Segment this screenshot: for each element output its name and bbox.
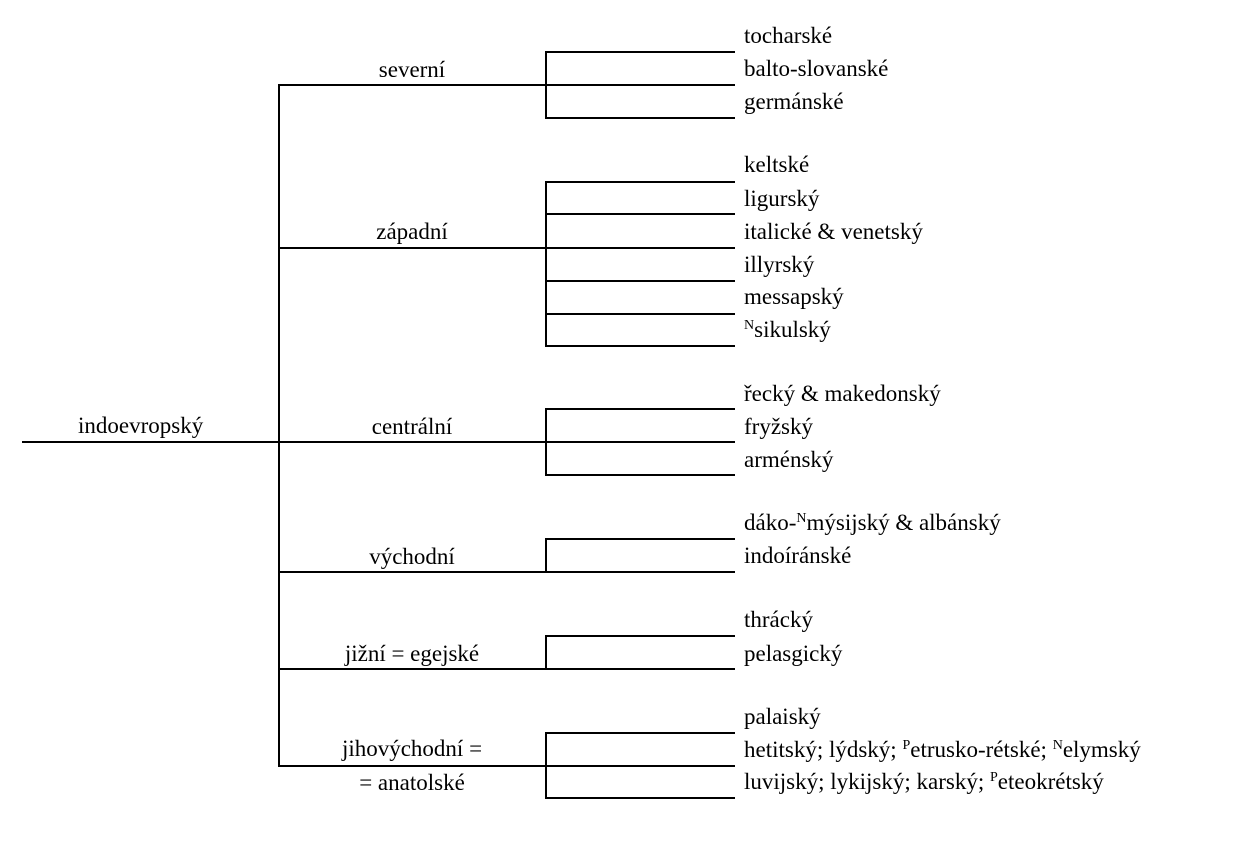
- leaf-line: [545, 474, 735, 476]
- leaf-line: [545, 247, 735, 249]
- leaf-line: [545, 797, 735, 799]
- group-branch-line: [278, 84, 547, 86]
- leaf-line: [545, 117, 735, 119]
- leaf-text: eteokrétský: [997, 769, 1104, 794]
- group-label-zapadni: západní: [376, 219, 448, 244]
- superscript-mark: N: [1052, 738, 1063, 753]
- superscript-mark: N: [744, 318, 755, 333]
- leaf-line: [545, 441, 735, 443]
- group-branch-line: [278, 765, 547, 767]
- leaf-label: pelasgický: [744, 641, 843, 666]
- leaf-line: [545, 408, 735, 410]
- leaf-line: [545, 51, 735, 53]
- leaf-text: luvijský; lykijský; karský;: [744, 769, 990, 794]
- superscript-mark: N: [796, 511, 807, 526]
- leaf-label: balto-slovanské: [744, 56, 889, 81]
- leaf-line: [545, 313, 735, 315]
- group-label-centralni: centrální: [371, 414, 453, 439]
- group-label-vychodni: východní: [369, 544, 455, 569]
- group-branch-line: [278, 668, 547, 670]
- root-label: indoevropský: [78, 413, 204, 438]
- group-branch-line: [278, 441, 547, 443]
- leaf-label: italické & venetský: [744, 219, 923, 244]
- leaf-label: tocharské: [744, 23, 833, 48]
- leaf-label: ligurský: [744, 186, 820, 211]
- group-label-jihovychodni: jihovýchodní =: [341, 736, 483, 761]
- root-branch-line: [22, 441, 279, 443]
- leaf-label: illyrský: [744, 252, 815, 277]
- leaf-line: [545, 571, 735, 573]
- leaf-label: fryžský: [744, 414, 813, 439]
- leaf-label: Nsikulský: [744, 317, 831, 343]
- group-branch-line: [278, 247, 547, 249]
- leaf-label: thrácký: [744, 607, 813, 632]
- leaf-label: palaiský: [744, 704, 821, 729]
- group-label-jizni: jižní = egejské: [344, 641, 480, 666]
- leaf-line: [545, 668, 735, 670]
- leaf-label: keltské: [744, 152, 810, 177]
- leaf-label: germánské: [744, 89, 844, 114]
- leaf-text: sikulský: [754, 317, 831, 342]
- leaf-label: hetitský; lýdský; Petrusko-rétské; Nelym…: [744, 737, 1141, 763]
- leaf-connector: [545, 635, 547, 670]
- group-label-severni: severní: [378, 57, 446, 82]
- group-label-anatolske: = anatolské: [359, 770, 465, 795]
- leaf-line: [545, 213, 735, 215]
- superscript-mark: P: [902, 738, 911, 753]
- leaf-line: [545, 538, 735, 540]
- leaf-line: [545, 181, 735, 183]
- leaf-connector: [545, 181, 547, 346]
- leaf-line: [545, 345, 735, 347]
- leaf-line: [545, 635, 735, 637]
- trunk-line: [278, 84, 280, 766]
- leaf-label: arménský: [744, 447, 834, 472]
- leaf-line: [545, 732, 735, 734]
- leaf-text: mýsijský & albánský: [806, 510, 1001, 535]
- leaf-line: [545, 765, 735, 767]
- leaf-text: hetitský; lýdský;: [744, 737, 903, 762]
- leaf-line: [545, 84, 735, 86]
- leaf-line: [545, 280, 735, 282]
- leaf-label: luvijský; lykijský; karský; Peteokrétský: [744, 769, 1104, 795]
- superscript-mark: P: [989, 770, 998, 785]
- leaf-text: dáko-: [744, 510, 797, 535]
- leaf-label: řecký & makedonský: [744, 381, 941, 406]
- leaf-label: messapský: [744, 284, 844, 309]
- leaf-text: etrusko-rétské;: [910, 737, 1053, 762]
- leaf-connector: [545, 538, 547, 573]
- leaf-text: elymský: [1062, 737, 1141, 762]
- leaf-label: indoíránské: [744, 543, 852, 568]
- leaf-label: dáko-Nmýsijský & albánský: [744, 510, 1001, 536]
- group-branch-line: [278, 571, 547, 573]
